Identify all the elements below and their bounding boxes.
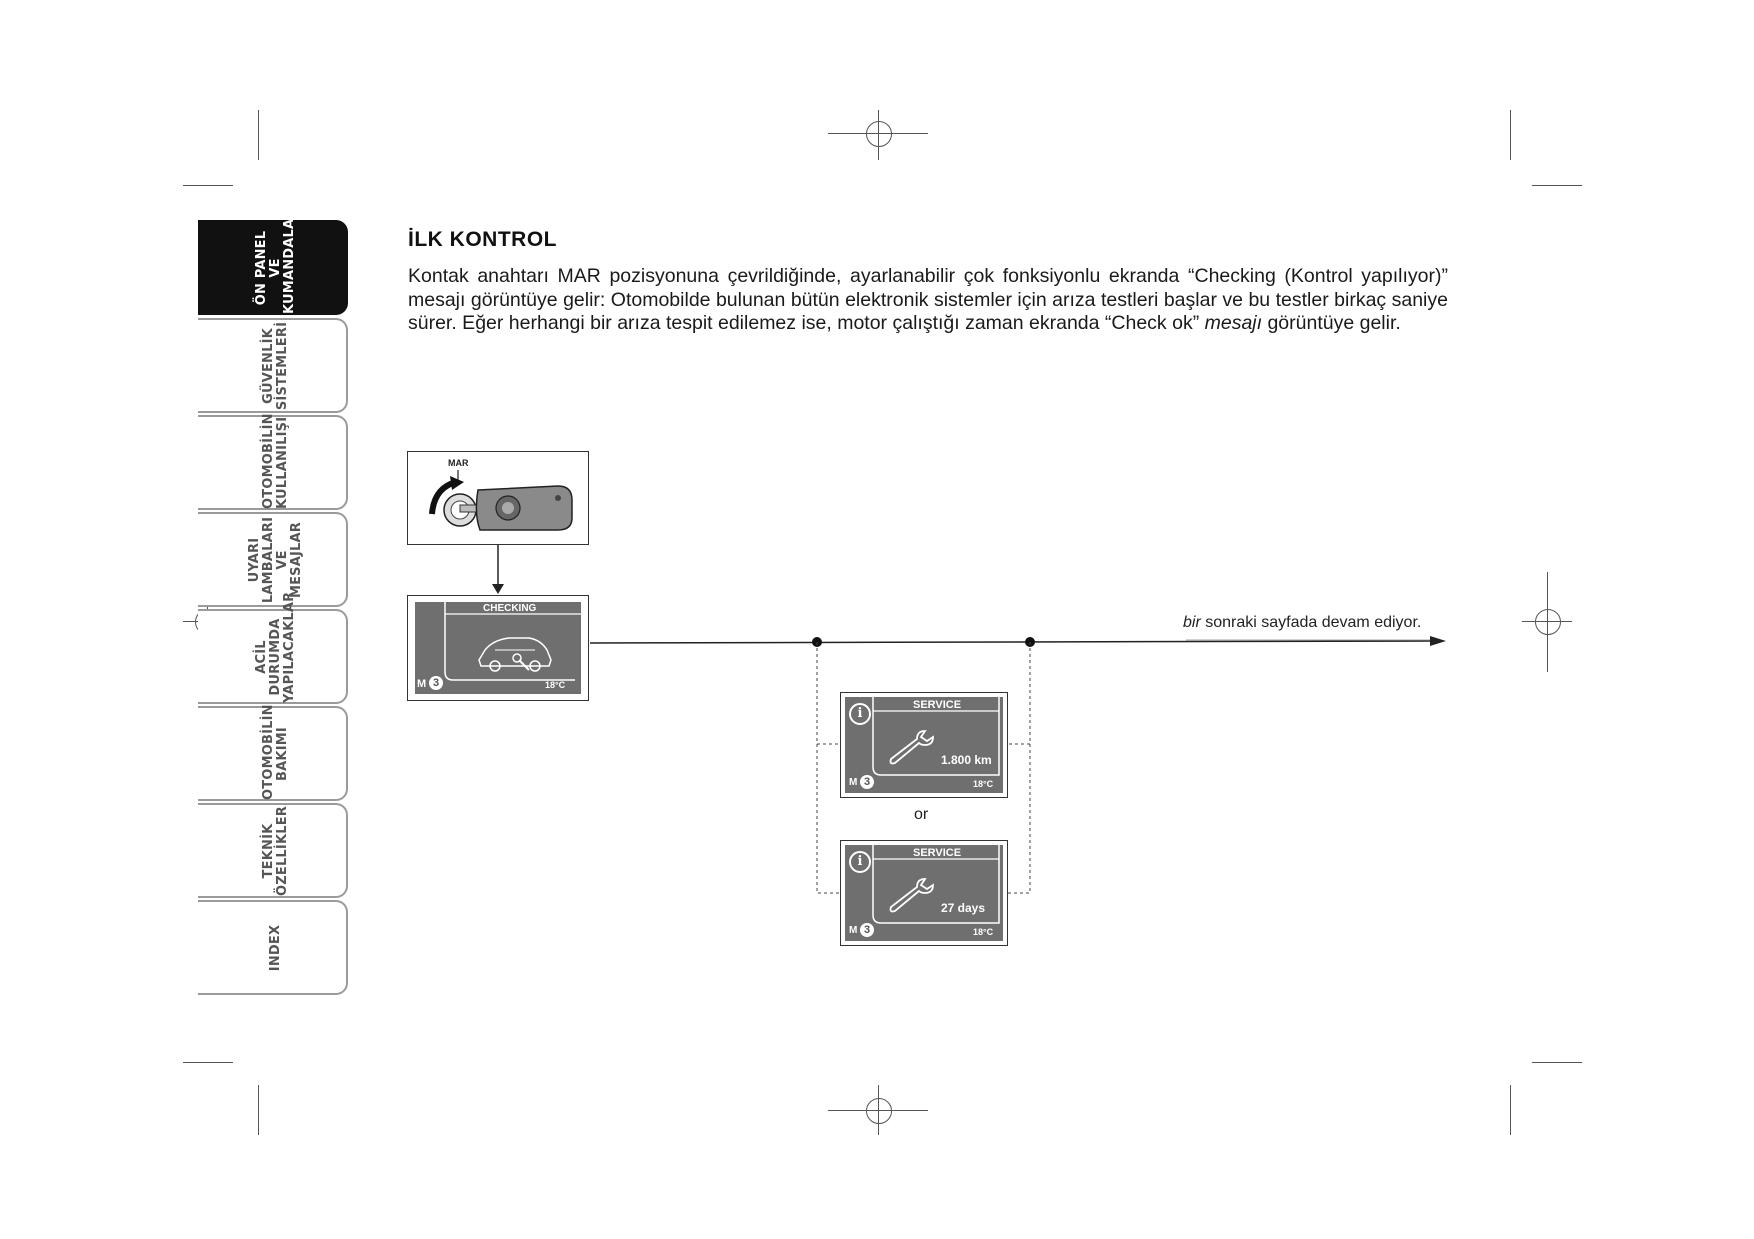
tab-acil[interactable]: ACİL DURUMDA YAPILACAKLAR xyxy=(198,591,348,704)
temperature: 18°C xyxy=(973,927,994,937)
tab-kullanilis[interactable]: OTOMOBİLİN KULLANILIŞI xyxy=(198,413,348,510)
or-label: or xyxy=(914,806,929,823)
mode-label: M xyxy=(849,777,858,788)
mode-label: M xyxy=(849,925,858,936)
gear-indicator: 3 xyxy=(860,775,874,789)
wrench-icon xyxy=(889,730,934,765)
crop-mark xyxy=(258,110,259,160)
checking-screen-frame xyxy=(444,602,581,681)
service-header: SERVICE xyxy=(913,847,962,859)
crop-mark xyxy=(258,1085,259,1135)
ignition-key-icon xyxy=(429,470,573,531)
paragraph-text-end: görüntüye gelir. xyxy=(1262,312,1401,334)
gear-indicator: 3 xyxy=(429,676,443,690)
tab-bakim[interactable]: OTOMOBİLİN BAKIMI xyxy=(198,704,348,801)
crop-mark xyxy=(183,185,233,186)
info-icon: i xyxy=(849,703,871,725)
tab-teknik[interactable]: TEKNİK ÖZELLİKLER xyxy=(198,803,348,898)
service-days-display: i SERVICE 27 days M 3 18°C xyxy=(840,840,1008,946)
checking-display: CHECKING M 3 18°C xyxy=(407,595,589,701)
continue-note-italic: bir xyxy=(1183,614,1201,631)
paragraph-italic: mesajı xyxy=(1204,312,1263,334)
service-km-display: i SERVICE 1.800 km M 3 18°C xyxy=(840,692,1008,798)
checking-header: CHECKING xyxy=(483,603,537,614)
mode-label: M xyxy=(417,678,427,690)
temperature: 18°C xyxy=(973,779,994,789)
service-value: 27 days xyxy=(941,901,986,915)
crop-mark xyxy=(183,1062,233,1063)
car-icon xyxy=(478,637,552,672)
key-position-label: MAR xyxy=(448,458,469,468)
continue-note-text: sonraki sayfada devam ediyor. xyxy=(1200,614,1422,631)
temperature: 18°C xyxy=(545,680,566,690)
wrench-icon xyxy=(889,878,934,913)
crop-mark xyxy=(1532,185,1582,186)
tab-index[interactable]: INDEX xyxy=(198,900,348,995)
page-title: İLK KONTROL xyxy=(408,228,557,251)
service-value: 1.800 km xyxy=(941,753,992,767)
service-screen-frame xyxy=(872,845,1000,924)
tab-on-panel[interactable]: ÖN PANEL VE KUMANDALAR xyxy=(198,208,348,315)
paragraph-text: Kontak anahtarı MAR pozisyonuna çevrildi… xyxy=(408,265,1448,334)
info-icon: i xyxy=(849,851,871,873)
tab-guvenlik[interactable]: GÜVENLİK SİSTEMLERİ xyxy=(198,318,348,413)
service-screen-frame xyxy=(872,697,1000,776)
gear-indicator: 3 xyxy=(860,923,874,937)
tab-uyari[interactable]: UYARI LAMBALARI VE MESAJLAR xyxy=(198,512,348,607)
crop-mark xyxy=(1510,110,1511,160)
continue-note: bir sonraki sayfada devam ediyor. xyxy=(1183,614,1421,632)
crop-mark xyxy=(1532,1062,1582,1063)
service-header: SERVICE xyxy=(913,699,962,711)
ignition-key-illustration: MAR xyxy=(407,451,589,545)
crop-mark xyxy=(1510,1085,1511,1135)
body-paragraph: Kontak anahtarı MAR pozisyonuna çevrildi… xyxy=(408,265,1448,336)
